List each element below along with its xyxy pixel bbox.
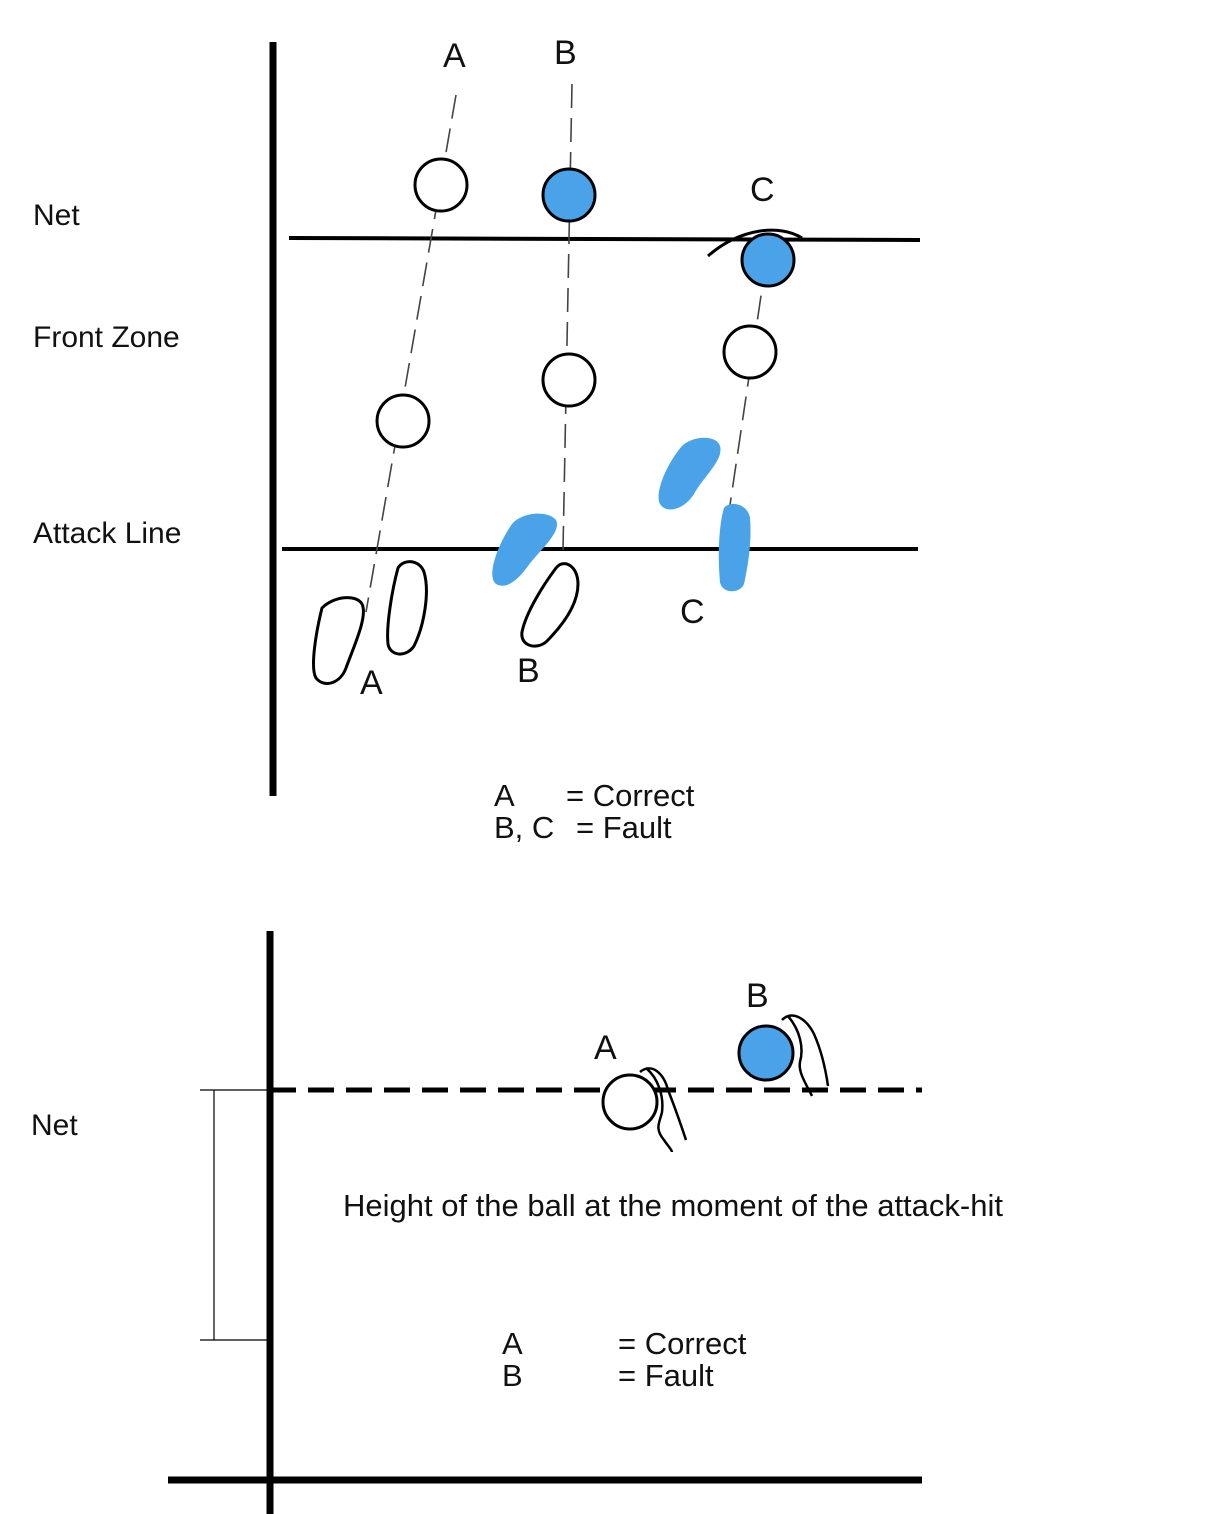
letter-c-top: C xyxy=(750,171,775,209)
top-legend-value-1: = Correct xyxy=(566,778,695,813)
bottom-diagram: Net A B Height of the ball at the moment… xyxy=(31,931,1003,1514)
footprint-b-fault xyxy=(492,513,558,586)
top-legend-key-1: A xyxy=(494,778,515,813)
footprint-c-lower-fault xyxy=(718,503,751,592)
hand-a xyxy=(639,1067,688,1153)
letter-a-bottom: A xyxy=(594,1029,617,1067)
bottom-net-label: Net xyxy=(31,1109,78,1142)
net-label: Net xyxy=(33,199,80,232)
footprint-a-right xyxy=(386,560,428,656)
front-zone-label: Front Zone xyxy=(33,321,180,354)
footprint-c-upper-fault xyxy=(658,437,721,510)
ball-a-bottom xyxy=(601,1073,659,1131)
top-legend-key-2: B, C xyxy=(494,810,554,845)
bottom-legend-key-2: B xyxy=(502,1358,523,1393)
ball-a-low xyxy=(375,393,431,449)
hand-b xyxy=(781,1014,830,1097)
ball-c-low xyxy=(722,324,778,380)
footprint-b-correct xyxy=(520,562,580,648)
letter-b-foot: B xyxy=(517,652,540,690)
ball-a-high xyxy=(413,157,469,213)
letter-b-bottom: B xyxy=(746,977,769,1015)
ball-b-high-fault xyxy=(541,167,597,223)
ball-b-bottom-fault xyxy=(737,1024,795,1082)
footprint-a-left xyxy=(312,596,365,685)
top-legend-value-2: = Fault xyxy=(576,810,672,845)
caption: Height of the ball at the moment of the … xyxy=(343,1188,1003,1223)
letter-a-foot: A xyxy=(360,664,383,702)
bottom-legend-value-2: = Fault xyxy=(618,1358,714,1393)
trajectory-c xyxy=(729,261,767,506)
letter-b-top: B xyxy=(554,34,577,72)
bottom-legend-key-1: A xyxy=(502,1326,523,1361)
bottom-legend: A = Correct B = Fault xyxy=(502,1326,747,1393)
ball-c-arc xyxy=(707,228,803,258)
ball-c-high-fault xyxy=(740,232,796,288)
letter-a-top: A xyxy=(443,37,466,75)
letter-c-foot: C xyxy=(680,593,705,631)
attack-line-label: Attack Line xyxy=(33,517,181,550)
trajectory-b xyxy=(562,83,573,551)
bottom-legend-value-1: = Correct xyxy=(618,1326,747,1361)
net-line xyxy=(288,236,921,242)
top-diagram: Net Front Zone Attack Line A B C A B C A… xyxy=(33,34,921,845)
ball-b-low xyxy=(541,352,597,408)
top-legend: A = Correct B, C = Fault xyxy=(494,778,695,845)
